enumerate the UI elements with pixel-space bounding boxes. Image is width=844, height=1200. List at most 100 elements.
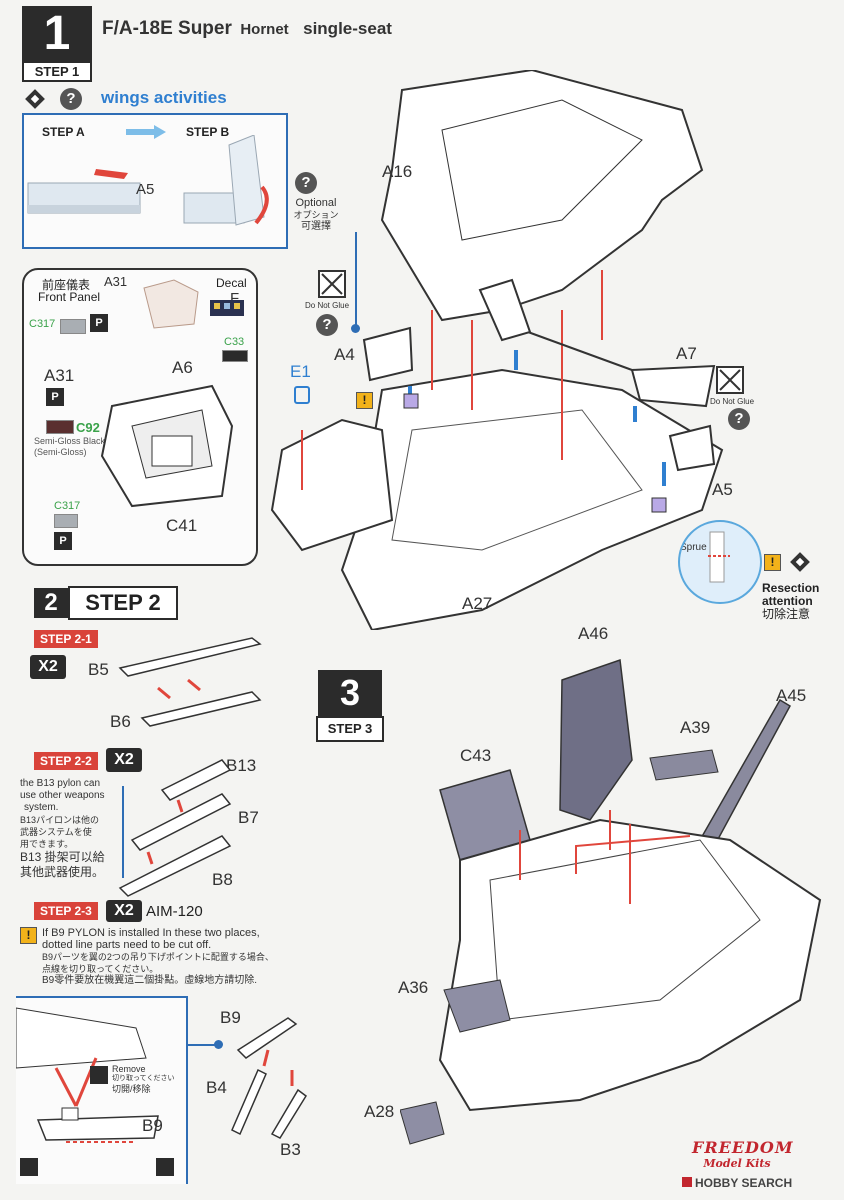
direction-icon <box>24 88 46 110</box>
aim-label: AIM-120 <box>146 903 203 920</box>
label-a39: A39 <box>680 718 711 737</box>
missile-b13-b7-b8-illustration <box>118 759 232 897</box>
step2-2-x2: X2 <box>106 748 142 772</box>
label-b7: B7 <box>238 808 259 827</box>
label-a45: A45 <box>776 686 807 705</box>
label-e1: E1 <box>290 362 311 381</box>
c92-swatch <box>46 420 74 434</box>
upper-fuselage-assembly-illustration <box>400 658 822 1145</box>
missile-b9-b4-b3-illustration <box>231 1017 307 1139</box>
note-jp-1: B13パイロンは他の <box>20 815 100 825</box>
note-jp-3: 用できます。 <box>20 839 74 849</box>
decal-label: Decal <box>216 276 247 290</box>
label-c41: C41 <box>166 516 198 535</box>
wing-pylon-illustration <box>16 1007 174 1176</box>
resection-cn: 切除注意 <box>762 607 811 621</box>
inset-leader-dot <box>214 1040 223 1049</box>
c317-bottom-swatch <box>54 514 78 528</box>
front-panel-cn: 前座儀表 <box>42 278 91 292</box>
label-a27: A27 <box>462 594 493 613</box>
c33-swatch <box>222 350 248 362</box>
optional-jp: オプション <box>293 210 339 220</box>
front-panel-illustration <box>143 279 244 329</box>
paint-icon-2: P <box>46 388 64 406</box>
sprue-label: Sprue <box>680 542 707 553</box>
b9-warning-icon: ! <box>20 927 37 944</box>
step3-label: STEP 3 <box>316 716 384 742</box>
glue-question-icon: ? <box>316 314 338 336</box>
part-e1-icon <box>294 386 310 404</box>
label-b13: B13 <box>226 756 257 775</box>
label-a6: A6 <box>172 358 193 377</box>
remove-en: Remove <box>112 1064 146 1074</box>
label-b3: B3 <box>280 1140 301 1159</box>
remove-jp: 切り取ってください <box>112 1075 175 1082</box>
note-bracket <box>122 786 124 878</box>
wings-inset: STEP A STEP B A5 <box>22 113 288 249</box>
warning-icon: ! <box>356 392 373 409</box>
inset-label-b9: B9 <box>142 1116 163 1135</box>
paint-icon: P <box>90 314 108 332</box>
label-a31-mid: A31 <box>44 366 75 385</box>
optional-en: Optional <box>295 197 337 209</box>
note-en-2: use other weapons <box>20 790 105 801</box>
step2-number: 2 <box>34 588 68 618</box>
decal-f-label: F <box>230 290 240 307</box>
label-b6: B6 <box>110 712 131 731</box>
note-cn-2: 其他武器使用。 <box>20 865 105 879</box>
c317-swatch <box>60 319 86 334</box>
note-cn-1: B13 掛架可以給 <box>20 850 105 864</box>
c317-top-label: C317 <box>29 318 56 330</box>
step2-1-tag: STEP 2-1 <box>34 630 98 648</box>
question-icon: ? <box>60 88 82 110</box>
step2-3-tag: STEP 2-3 <box>34 902 98 920</box>
optional-cn: 可選擇 <box>301 221 331 232</box>
hobby-search-icon <box>682 1177 692 1187</box>
step2-label: STEP 2 <box>68 586 178 620</box>
cockpit-detail-inset: 前座儀表 A31 Front Panel Decal F C317 P A6 C… <box>22 268 258 566</box>
b13-note: the B13 pylon can use other weapons syst… <box>20 778 124 880</box>
b9-warning-text: If B9 PYLON is installed In these two pl… <box>42 927 312 987</box>
label-b8: B8 <box>212 870 233 889</box>
label-a28: A28 <box>364 1102 395 1121</box>
brand-logo: FREEDOM Model Kits <box>692 1138 794 1170</box>
c92-label: C92 <box>76 420 100 435</box>
missile-b5-b6-illustration <box>118 637 262 727</box>
label-a31-top: A31 <box>104 274 128 289</box>
resection-1: Resection <box>762 581 820 595</box>
note-jp-2: 武器システムを使 <box>20 827 92 837</box>
title-hornet: Hornet <box>240 21 289 38</box>
leader-dot <box>351 324 360 333</box>
resection-label: Resection attention 切除注意 <box>762 582 819 621</box>
cockpit-tub-illustration <box>100 384 234 508</box>
step3-number: 3 <box>318 670 382 716</box>
title-model: F/A-18E Super <box>102 18 232 39</box>
sprue-cut-illustration <box>708 531 730 583</box>
step2-2-tag: STEP 2-2 <box>34 752 98 770</box>
paint-icon-3: P <box>54 532 72 550</box>
step1-label: STEP 1 <box>22 61 92 82</box>
optional-label: Optional オプション 可選擇 <box>288 197 344 233</box>
step2-3-x2: X2 <box>106 900 142 922</box>
warn-jp-1: B9パーツを翼の2つの吊り下げポイントに配置する場合、 <box>42 952 274 962</box>
step-b-label: STEP B <box>186 125 230 139</box>
brand-freedom: FREEDOM <box>692 1138 794 1157</box>
title-seat: single-seat <box>303 19 392 38</box>
fuselage-assembly-illustration <box>270 70 724 630</box>
sprue-detail-circle: Sprue <box>678 520 762 604</box>
label-b5: B5 <box>88 660 109 679</box>
semi-gloss-label: Semi-Gloss Black (Semi-Gloss) <box>34 436 105 458</box>
label-a16: A16 <box>382 162 413 181</box>
optional-leader <box>355 232 357 327</box>
label-b9: B9 <box>220 1008 241 1027</box>
step-a-label: STEP A <box>42 125 85 139</box>
step-arrow-icon <box>126 125 166 139</box>
note-en-3: system. <box>24 802 59 813</box>
pylon-cut-inset: Remove 切り取ってください 切開/移除 B9 <box>16 996 188 1184</box>
page-title: F/A-18E Super Hornet single-seat <box>102 18 392 40</box>
warn-en-2: dotted line parts need to be cut off. <box>42 939 212 951</box>
note-en-1: the B13 pylon can <box>20 778 101 789</box>
hobby-search-text: HOBBY SEARCH <box>695 1176 793 1190</box>
do-not-glue-label-2: Do Not Glue <box>710 397 755 406</box>
cut-icon <box>90 1066 108 1084</box>
